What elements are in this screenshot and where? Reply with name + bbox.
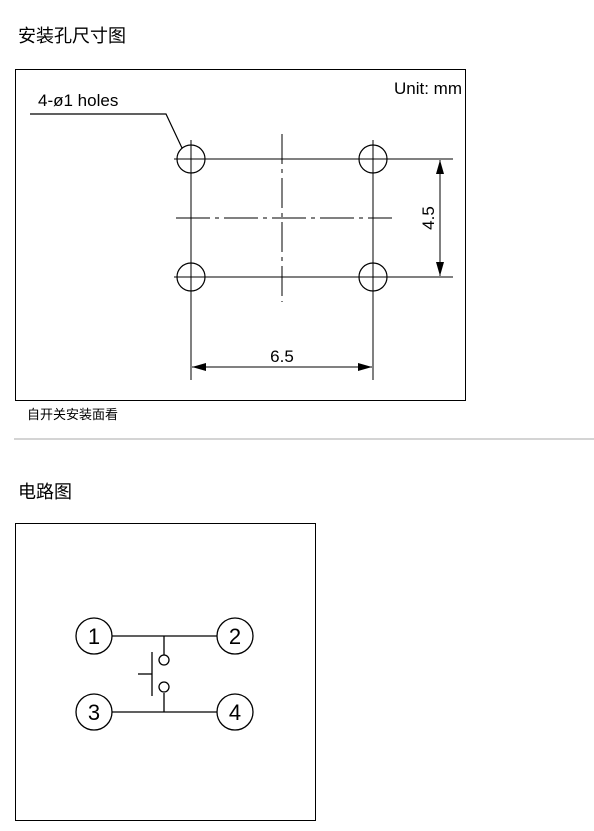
terminal-3-label: 3 [88, 700, 100, 725]
circuit-diagram: 1 2 3 4 [15, 523, 316, 821]
dim-h-arrow-left [192, 363, 206, 371]
switch-contact-top [158, 654, 170, 666]
terminal-1-label: 1 [88, 624, 100, 649]
dim-h-value: 6.5 [270, 347, 294, 366]
dim-v-value: 4.5 [419, 206, 438, 230]
dim-v-arrow-bottom [436, 262, 444, 276]
section-divider [14, 438, 594, 440]
mounting-hole-title: 安装孔尺寸图 [18, 26, 126, 47]
dim-h-arrow-right [358, 363, 372, 371]
switch-contact-bottom [158, 681, 170, 693]
holes-label: 4-ø1 holes [38, 91, 118, 110]
dim-v-arrow-top [436, 160, 444, 174]
mounting-caption: 自开关安装面看 [27, 408, 119, 423]
terminal-2-label: 2 [229, 624, 241, 649]
unit-label: Unit: mm [394, 79, 462, 98]
mounting-hole-diagram: Unit: mm 4-ø1 holes 6.5 4.5 [15, 69, 466, 401]
circuit-title: 电路图 [18, 482, 72, 503]
holes-leader-line [30, 113, 183, 149]
mounting-hole-drawing: Unit: mm 4-ø1 holes 6.5 4.5 [30, 79, 462, 380]
circuit-drawing: 1 2 3 4 [75, 617, 254, 731]
terminal-4-label: 4 [229, 700, 241, 725]
